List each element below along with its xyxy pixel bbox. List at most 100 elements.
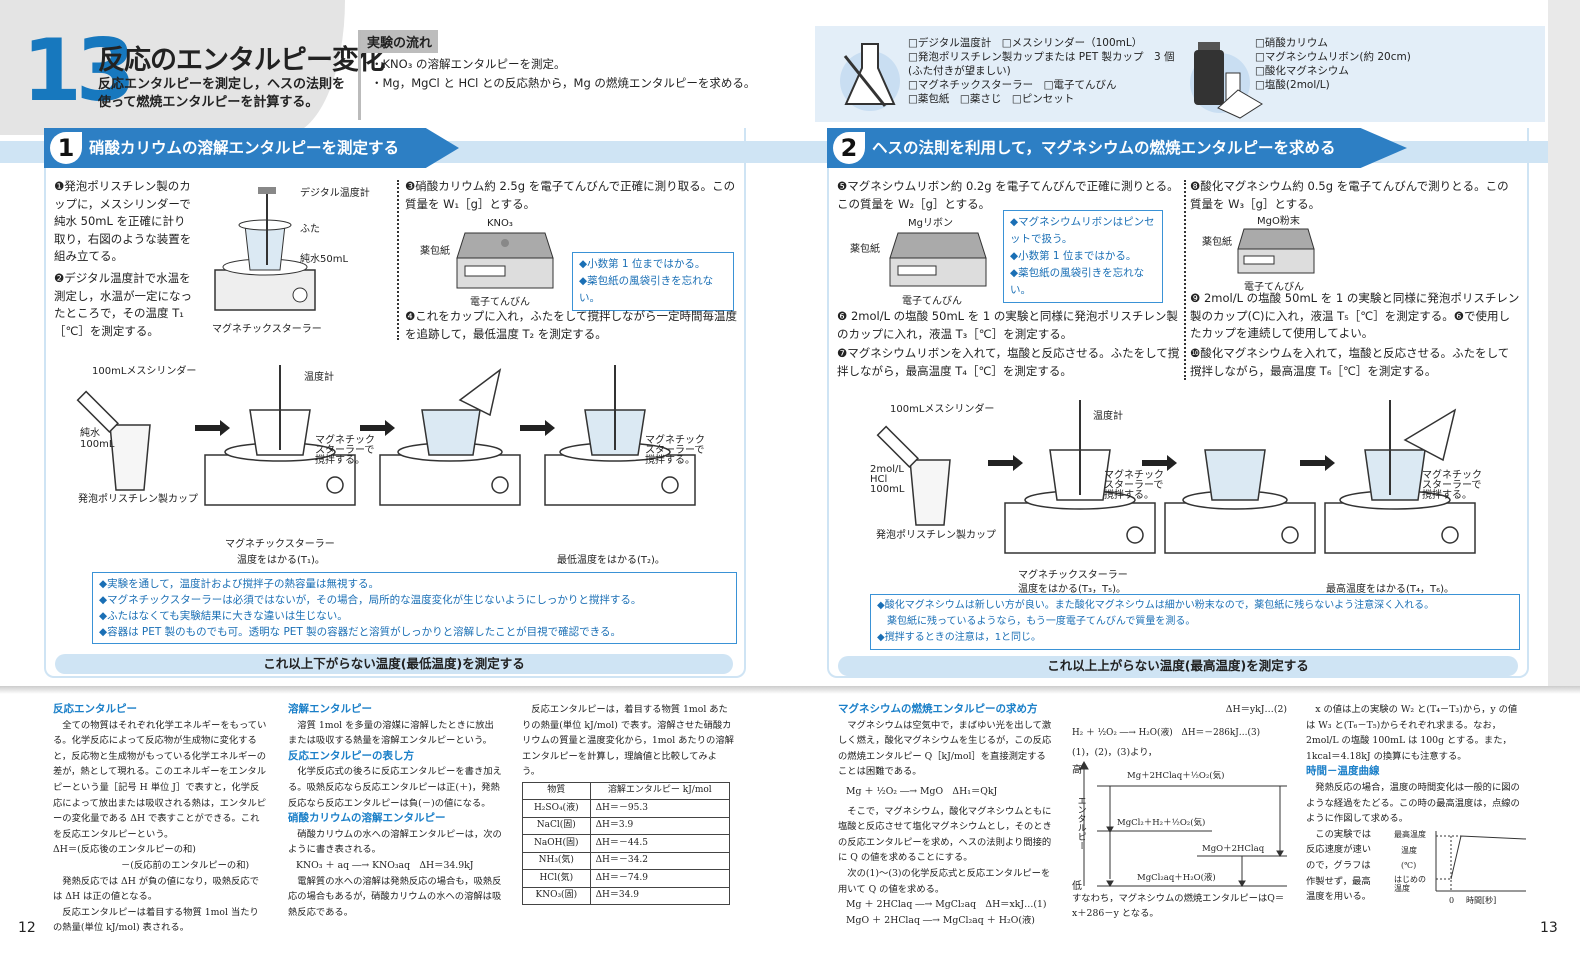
label: デジタル温度計 — [300, 188, 370, 199]
axis-label: エンタルピー — [1075, 795, 1086, 850]
label: 時間[秒] — [1466, 895, 1497, 905]
label: 2mol/L HCl 100mL — [870, 464, 905, 495]
flow-item: ・KNO₃ の溶解エンタルピーを測定。 — [371, 57, 566, 71]
label: 薬包紙 — [420, 246, 450, 257]
paragraph: 電解質の水への溶解は発熱反応の場合も，吸熱反応の場合もあるが，硝酸カリウムの水へ… — [288, 875, 502, 918]
heading: マグネシウムの燃焼エンタルピーの求め方 — [838, 703, 1038, 715]
tip: ◆撹拌するときの注意は，1と同じ。 — [877, 632, 1042, 643]
heading: 時間－温度曲線 — [1306, 765, 1380, 778]
procedure-illustration-1 — [76, 365, 696, 506]
equation: Mg ＋ 2HClaq ―→ MgCl₂aq ΔH＝xkJ…(1) — [846, 899, 1047, 911]
table-row: NaCl(固)ΔH＝3.9 — [522, 816, 731, 836]
step-8: ❽酸化マグネシウム約 0.5g を電子てんびんで測りとる。この質量を W₃［g］… — [1190, 179, 1509, 211]
section-1-footer: これ以上下がらない温度(最低温度)を測定する — [55, 654, 733, 674]
reagent-item: □マグネシウムリボン(約 20cm) — [1255, 51, 1411, 63]
equation: ΔH＝ykJ…(2) — [1225, 704, 1287, 715]
tip: ◆マグネシウムリボンはピンセットで扱う。 — [1010, 216, 1155, 245]
balance-illustration — [1237, 228, 1315, 274]
table-cell: ΔH＝3.9 — [589, 816, 731, 836]
procedure-illustration-2 — [876, 400, 1476, 554]
tip: ◆マグネチックスターラーは必須ではないが，その場合，局所的な温度変化が生じないよ… — [99, 594, 642, 606]
balance-tips: ◆マグネシウムリボンはピンセットで扱う。◆小数第 1 位まではかる。◆薬包紙の風… — [1003, 210, 1163, 303]
tip: 薬包紙に残っているようなら，もう一度電子てんびんで質量を測る。 — [877, 616, 1196, 627]
label: Mgリボン — [908, 218, 953, 229]
table-cell: ΔH＝34.9 — [589, 886, 731, 906]
label: マグネチック スターラーで 撹拌する。 — [315, 435, 375, 466]
section-2-panel — [827, 128, 1529, 678]
tip: ◆小数第 1 位まではかる。 — [1010, 250, 1137, 262]
paragraph: 次の(1)～(3)の化学反応式と反応エンタルピーを用いて Q の値を求める。 — [838, 867, 1051, 895]
label: MgO粉末 — [1257, 216, 1300, 227]
table-row: NaOH(固)ΔH＝－44.5 — [522, 834, 731, 853]
page-number-left: 12 — [18, 920, 36, 936]
heading: 反応エンタルピーの表し方 — [288, 749, 414, 762]
balance-illustration — [456, 232, 554, 289]
reagent-item: □硝酸カリウム — [1255, 37, 1328, 49]
table-cell: NaCl(固) — [522, 816, 591, 836]
experiment-flow: 実験の流れ ・KNO₃ の溶解エンタルピーを測定。 ・Mg，MgCl と HCl… — [358, 30, 798, 120]
page-edge — [1548, 0, 1580, 690]
step-1: ❶発泡ポリスチレン製のカップに，メスシリンダーで純水 50mL を正確に計り取り… — [54, 179, 192, 263]
label: マグネチック スターラーで 撹拌する。 — [645, 435, 705, 466]
equation: Mg ＋ ½O₂ ―→ MgO ΔH₁＝QkJ — [846, 785, 998, 797]
section-2-tips: ◆酸化マグネシウムは新しい方が良い。また酸化マグネシウムは細かい粉末なので，薬包… — [870, 594, 1520, 650]
table-cell: H₂SO₄(液) — [522, 799, 591, 818]
label: マグネチック スターラーで 撹拌する。 — [1104, 470, 1164, 501]
table-row: NH₃(気)ΔH＝－34.2 — [522, 851, 731, 871]
section-number: 2 — [833, 132, 865, 164]
section-1-panel — [44, 128, 746, 678]
level-label: MgCl₂aq＋H₂O(液) — [1137, 872, 1216, 883]
label: 純水 100mL — [80, 428, 115, 450]
paragraph: 溶質 1mol を多量の溶媒に溶解したときに放出または吸収する熱量を溶解エンタル… — [288, 719, 494, 747]
label: 100mLメスシリンダー — [890, 404, 995, 415]
label: 温度をはかる(T₃，T₅)。 — [1018, 584, 1127, 595]
label: 電子てんびん — [1244, 282, 1304, 293]
table-cell: NH₃(気) — [522, 851, 591, 871]
equipment-item: □発泡ポリスチレン製カップまたは PET 製カップ 3 個 — [908, 51, 1175, 63]
step-5: ❺マグネシウムリボン約 0.2g を電子てんびんで正確に測りとる。この質量を W… — [837, 179, 1179, 211]
section-title: ヘスの法則を利用して，マグネシウムの燃焼エンタルピーを求める — [872, 139, 1336, 157]
flow-label: 実験の流れ — [361, 30, 439, 53]
paragraph: マグネシウムは空気中で，まばゆい光を出して激しく燃え，酸化マグネシウムを生じるが… — [838, 719, 1052, 778]
divider — [1184, 180, 1186, 380]
label: 発泡ポリスチレン製カップ — [78, 494, 198, 505]
paragraph: 全ての物質はそれぞれ化学エネルギーをもっている。化学反応によって反応物が生成物に… — [53, 719, 267, 840]
label: マグネチックスターラー — [1018, 570, 1128, 581]
paragraph: この実験では反応速度が速いので，グラフは作製せず，最高温度を用いる。 — [1306, 828, 1372, 903]
equation: H₂ ＋ ½O₂ ―→ H₂O(液) ΔH＝－286kJ…(3) — [1072, 727, 1261, 738]
divider — [397, 180, 399, 340]
table-cell: ΔH＝－74.9 — [589, 869, 731, 888]
column-1: 反応エンタルピー 全ての物質はそれぞれ化学エネルギーをもっている。化学反応によっ… — [53, 702, 268, 936]
reagent-item: □塩酸(2mol/L) — [1255, 79, 1330, 91]
text: (1)，(2)，(3)より， — [1072, 747, 1158, 759]
level-label: MgCl₂＋H₂＋½O₂(気) — [1117, 817, 1206, 828]
step-4: ❹これをカップに入れ，ふたをして撹拌しながら一定時間毎温度を追跡して，最低温度 … — [405, 309, 737, 341]
balance-illustration — [889, 232, 987, 287]
paragraph: そこで，マグネシウム，酸化マグネシウムともに塩酸と反応させて塩化マグネシウムとし… — [838, 805, 1052, 864]
tip: ◆実験を通して，温度計および撹拌子の熱容量は無視する。 — [99, 578, 380, 590]
table-row: KNO₃(固)ΔH＝34.9 — [522, 886, 731, 906]
table-row: HCl(気)ΔH＝－74.9 — [522, 869, 731, 888]
enthalpy-diagram-lines — [1079, 760, 1287, 887]
time-temperature-graph: この実験では反応速度が速いので，グラフは作製せず，最高温度を用いる。 最高温度 … — [1306, 827, 1527, 907]
section-number: 1 — [50, 132, 82, 164]
balance-tips: ◆小数第 1 位まではかる。◆薬包紙の風袋引きを忘れない。 — [572, 252, 734, 311]
section-2-banner: 2 ヘスの法則を利用して，マグネシウムの燃焼エンタルピーを求める — [827, 128, 1407, 168]
label: 最高温度をはかる(T₄，T₆)。 — [1326, 584, 1455, 595]
step-6: ❻ 2mol/L の塩酸 50mL を 1 の実験と同様に発泡ポリスチレン製のカ… — [837, 309, 1178, 341]
label: 発泡ポリスチレン製カップ — [876, 530, 996, 541]
label: 最低温度をはかる(T₂)。 — [557, 555, 665, 566]
equipment-item: □薬包紙 □薬さじ □ピンセット — [908, 93, 1075, 105]
level-label: Mg＋2HClaq＋½O₂(気) — [1127, 770, 1225, 781]
label: はじめの温度 — [1394, 874, 1426, 893]
tip: ◆小数第 1 位まではかる。 — [579, 258, 706, 270]
page-subtitle: 反応エンタルピーを測定し，ヘスの法則を使って燃焼エンタルピーを計算する。 — [98, 77, 346, 110]
table-cell: ΔH＝－95.3 — [589, 799, 731, 818]
step-9: ❾ 2mol/L の塩酸 50mL を 1 の実験と同様に発泡ポリスチレン製のカ… — [1190, 291, 1520, 340]
page-number-right: 13 — [1540, 920, 1558, 936]
step-2: ❷デジタル温度計で水温を測定し，水温が一定になったところで，その温度 T₁［℃］… — [54, 271, 192, 338]
paragraph: x の値は上の実験の W₂ と(T₄－T₃)から，y の値は W₃ と(T₆－T… — [1306, 704, 1518, 762]
table-cell: ΔH＝－34.2 — [589, 851, 731, 871]
setup-illustration — [214, 187, 316, 311]
